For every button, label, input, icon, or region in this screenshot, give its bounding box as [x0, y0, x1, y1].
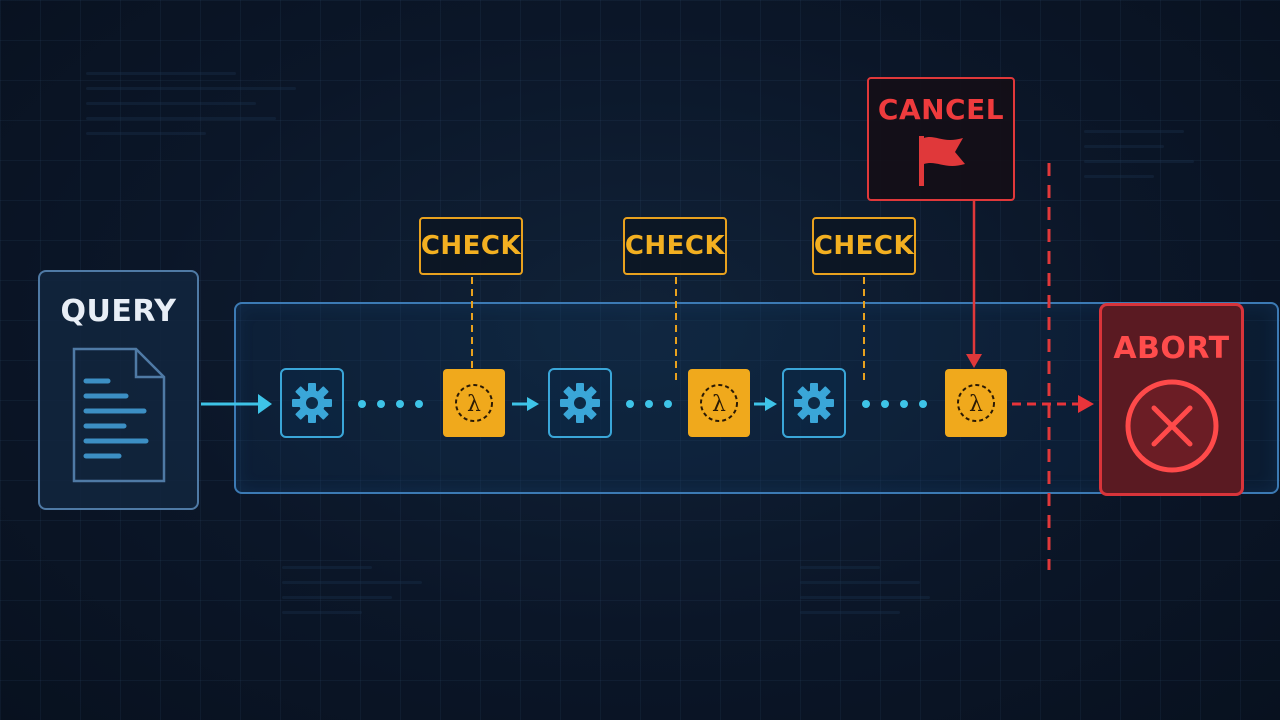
arrow-lambda2-to-gear3	[754, 397, 777, 411]
lambda-icon: λ	[455, 384, 493, 422]
check-connectors	[471, 277, 865, 380]
dotted-connector-2	[626, 400, 672, 408]
svg-text:λ: λ	[467, 392, 481, 417]
lambda-node-3: λ	[945, 369, 1007, 437]
process-node-1	[280, 368, 344, 438]
query-label: QUERY	[60, 294, 177, 329]
lambda-node-2: λ	[688, 369, 750, 437]
svg-text:λ: λ	[969, 392, 983, 417]
dotted-connector-1	[358, 400, 423, 408]
flag-icon	[919, 136, 965, 186]
x-circle-icon	[1125, 379, 1218, 473]
query-arrow	[201, 394, 272, 414]
background-decoration	[86, 72, 306, 147]
document-icon	[72, 347, 165, 483]
gear-icon	[292, 383, 332, 423]
check-label-1: CHECK	[419, 217, 523, 275]
arrow-lambda1-to-gear2	[512, 397, 539, 411]
cancel-label: CANCEL	[877, 93, 1005, 126]
gear-icon	[794, 383, 834, 423]
lambda-icon: λ	[700, 384, 738, 422]
lambda-node-1: λ	[443, 369, 505, 437]
background-decoration	[800, 566, 940, 626]
query-card: QUERY	[38, 270, 199, 510]
process-node-2	[548, 368, 612, 438]
check-label-2: CHECK	[623, 217, 727, 275]
cancel-arrow	[966, 201, 982, 368]
background-decoration	[282, 566, 432, 626]
lambda-icon: λ	[957, 384, 995, 422]
abort-box: ABORT	[1099, 303, 1244, 496]
gear-icon	[560, 383, 600, 423]
dotted-connector-3	[862, 400, 927, 408]
cancel-box: CANCEL	[867, 77, 1015, 201]
background-decoration	[1084, 130, 1204, 190]
check-label-3: CHECK	[812, 217, 916, 275]
process-node-3	[782, 368, 846, 438]
svg-text:λ: λ	[712, 392, 726, 417]
abort-label: ABORT	[1113, 331, 1230, 366]
abort-arrow	[1012, 395, 1094, 413]
